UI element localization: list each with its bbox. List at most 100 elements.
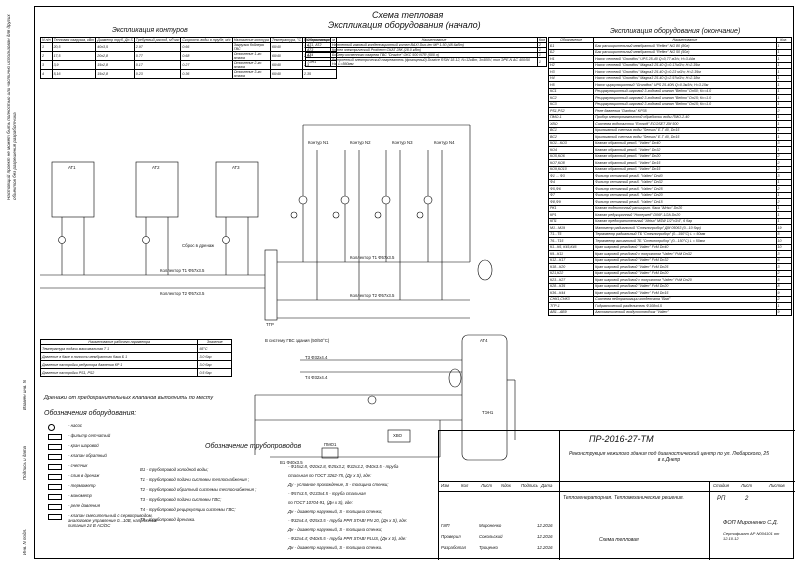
- signature-cell: Сокольский: [479, 534, 503, 539]
- project-name: Реконструкция нежилого здания под диагно…: [569, 451, 769, 463]
- table-cell: 9: [775, 308, 793, 316]
- table-cell: 0.36: [180, 69, 233, 79]
- label-pmo: ПМО1: [324, 442, 337, 447]
- pipe-note-line: - Ф15х2.8, Ф20х2.8, Ф25х3.2, Ф32х3.2, Ф4…: [288, 464, 399, 469]
- table-cell: КС3: [547, 100, 595, 108]
- legend-symbol-icon: [48, 484, 62, 490]
- table-cell: 1: [775, 87, 793, 95]
- legend-symbol-icon: [48, 434, 62, 440]
- legend-item: - кран шаровой: [68, 443, 99, 448]
- label-outlet: Т3 Ф32х4.4: [305, 355, 328, 360]
- pipe-legend-item: В1 - трубопровод холодной воды;: [140, 467, 209, 472]
- pipe-legend-item: Т3 - трубопровод подачи системы ГВС;: [140, 497, 222, 502]
- stage-header-cell: Лист: [741, 483, 753, 488]
- table-header-cell: Обозначение: [547, 37, 595, 43]
- drain-note: Дренажи от предохранительных клапанов вы…: [44, 395, 214, 401]
- signature-cell: 12.2016: [537, 523, 553, 528]
- legend-item: - фильтр сетчатый: [68, 433, 111, 438]
- legend-symbol-icon: [48, 494, 62, 500]
- table-cell: ХВО: [547, 120, 595, 128]
- stage-value-cell: 2: [745, 496, 749, 502]
- pipe-note-line: - Ф32х4.4; Ф40х5.5 - труба PPR STABI PLU…: [288, 536, 407, 541]
- legend-symbol-icon: [48, 514, 62, 520]
- pipe-note-line: Дн - диаметр наружный, S - толщина стенк…: [288, 509, 383, 514]
- signature-cell: Проверил: [441, 534, 461, 539]
- pipe-note-line: по ГОСТ 10704-91, (Дн х S), где:: [288, 500, 353, 505]
- legend-item: - слив в дренаж: [68, 473, 100, 478]
- table-cell: КС2: [547, 94, 595, 102]
- label-at1: АТ1: [68, 165, 76, 170]
- table-cell: КС1: [547, 87, 595, 95]
- pipe-note-line: стальная по ГОСТ 3262-75, (Ду х S), где:: [288, 473, 372, 478]
- pump-h3: [423, 195, 433, 205]
- table-cell: 0.5 бар: [197, 368, 232, 377]
- pump-h2: [381, 195, 391, 205]
- pipe-note-line: Ду - условное прохождение, S - толщина с…: [288, 482, 389, 487]
- signature-cell: Разработал: [441, 545, 467, 550]
- pump-h4: [298, 195, 308, 205]
- table-cell: PS1,PS2: [547, 107, 595, 115]
- table-cell: 5,16: [51, 69, 97, 79]
- revision-header-cell: Подпись: [521, 483, 539, 488]
- label-contour-1: Контур N1: [308, 140, 329, 145]
- title-block: ПР-2016-27-ТМ Реконструкция нежилого зда…: [438, 430, 795, 560]
- legend-symbol-icon: [48, 424, 55, 431]
- section-name: Теплогенераторная. Тепломеханические реш…: [563, 495, 684, 501]
- label-contour-3: Контур N3: [392, 140, 413, 145]
- pump-boiler-3: [222, 236, 230, 244]
- legend-item: - насос: [68, 423, 83, 428]
- table-cell: 1: [775, 94, 793, 102]
- drawing-frame: [34, 6, 794, 559]
- legend-item: - счетчик: [68, 463, 88, 468]
- table-cell: 2: [775, 107, 793, 115]
- revision-header-cell: Кол: [461, 483, 469, 488]
- label-recirc: Т4 Ф32х4.4: [305, 375, 328, 380]
- legend-item: - реле давления: [68, 503, 100, 508]
- table-header-cell: Кол.: [775, 37, 793, 43]
- label-tgr: ТГР: [266, 322, 274, 327]
- label-hvo: ХВО: [393, 433, 402, 438]
- legend-symbol-icon: [48, 444, 62, 450]
- table-cell: АВ1...АВ9: [547, 308, 595, 316]
- pipe-legend-item: Т2 - трубопровод обратный системы теплос…: [140, 487, 257, 492]
- label-drain: Сброс в дренаж: [182, 243, 215, 248]
- expansion-tank-b2: [448, 368, 462, 388]
- table-cell: 1: [775, 68, 793, 76]
- pump-boiler-2: [142, 236, 150, 244]
- label-at4: АТ4: [480, 338, 488, 343]
- pipes-title: Обозначение трубопроводов: [205, 443, 302, 450]
- label-inlet: В1 Ф40x3.5: [280, 460, 303, 465]
- table-cell: 1: [775, 81, 793, 89]
- legend-item: - термометр: [68, 483, 96, 488]
- signature-cell: 12.2016: [537, 545, 553, 550]
- pump-boiler-1: [58, 236, 66, 244]
- table-cell: ПМО-1: [547, 113, 595, 121]
- legend-symbol-icon: [48, 504, 62, 510]
- table-cell: 1: [775, 113, 793, 121]
- table-cell: Н5: [547, 81, 595, 89]
- legend-symbol-icon: [48, 454, 62, 460]
- table-cell: 1: [775, 74, 793, 82]
- label-contour-4: Контур N4: [434, 140, 455, 145]
- legend-symbol-icon: [48, 474, 62, 480]
- equipment-end-title: Экспликация оборудования (окончание): [610, 28, 741, 35]
- thermometer-t13: [374, 211, 382, 219]
- pump-h1: [340, 195, 350, 205]
- stage-value-cell: РП: [717, 496, 726, 502]
- stage-header-cell: Стадия: [713, 483, 730, 488]
